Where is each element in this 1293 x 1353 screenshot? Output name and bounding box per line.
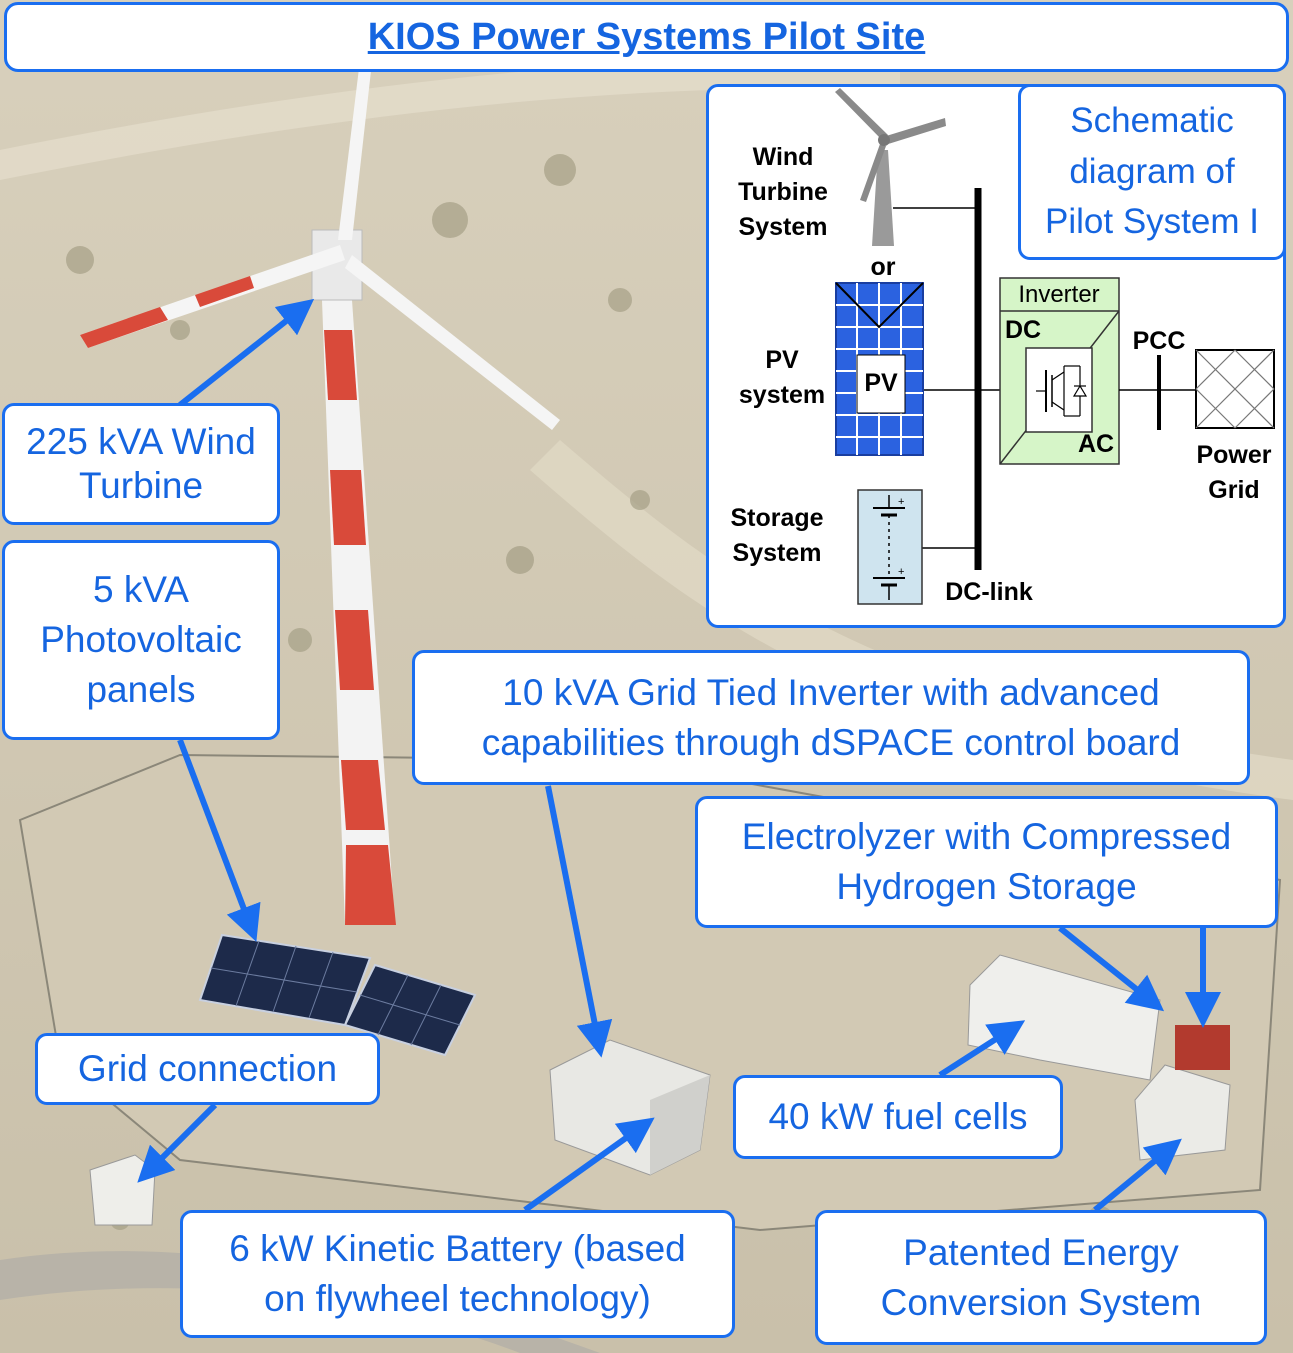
wind-label-line2: Turbine (738, 178, 828, 206)
dc-label: DC (1004, 316, 1042, 344)
schematic-title-box: Schematic diagram of Pilot System I (1018, 84, 1286, 260)
pcc-label: PCC (1132, 327, 1186, 355)
svg-text:+: + (898, 566, 904, 578)
power-grid-line2: Grid (1208, 476, 1260, 504)
inverter-label: Inverter (1018, 281, 1100, 308)
power-grid-icon (1195, 349, 1275, 429)
storage-line2: System (732, 539, 822, 567)
solar-panels-illustration (198, 933, 477, 1057)
schematic-title-line1: Schematic (1070, 100, 1234, 140)
inverter-callout-label: 10 kVA Grid Tied Inverter with advanced … (412, 650, 1250, 785)
svg-text:+: + (898, 496, 904, 508)
grid-connection-label: Grid connection (35, 1033, 380, 1105)
dc-link-label: DC-link (945, 578, 1033, 606)
inverter-icon (999, 277, 1120, 465)
kinetic-battery-line1: 6 kW Kinetic Battery (based (229, 1228, 686, 1270)
arrow-kinetic-battery (523, 1117, 655, 1213)
dirt-road (0, 58, 900, 180)
electrolyzer-label-line2: Hydrogen Storage (836, 866, 1137, 907)
arrow-inverter (545, 785, 613, 1058)
pv-box-label: PV (864, 369, 898, 397)
energy-conversion-line1: Patented Energy (903, 1231, 1179, 1273)
storage-line1: Storage (730, 504, 824, 532)
arrow-energy-conversion (1093, 1138, 1182, 1213)
pv-panels-label: 5 kVA Photovoltaic panels (2, 540, 280, 740)
arrow-electrolyzer (1058, 925, 1165, 1012)
arrow-fuel-cells (938, 1020, 1026, 1078)
inverter-callout-line2: capabilities through dSPACE control boar… (481, 721, 1181, 763)
storage-system-label: Storage System (712, 501, 842, 571)
wind-label-line1: Wind (752, 143, 814, 171)
energy-conversion-label: Patented Energy Conversion System (815, 1210, 1267, 1345)
power-grid-label: Power Grid (1182, 438, 1286, 508)
or-label: or (870, 253, 896, 281)
battery-icon: + + (857, 489, 923, 605)
power-grid-line1: Power (1196, 441, 1272, 469)
schematic-title-line3: Pilot System I (1045, 202, 1259, 242)
energy-conversion-line2: Conversion System (880, 1281, 1202, 1323)
kinetic-battery-label: 6 kW Kinetic Battery (based on flywheel … (180, 1210, 735, 1338)
fuel-cells-label: 40 kW fuel cells (733, 1075, 1063, 1159)
pv-system-line2: system (738, 381, 826, 409)
grid-connection-text: Grid connection (77, 1047, 338, 1089)
pv-panel-icon (835, 282, 924, 456)
kinetic-battery-line2: on flywheel technology) (264, 1278, 651, 1319)
wind-turbine-icon (835, 88, 946, 246)
electrolyzer-label: Electrolyzer with Compressed Hydrogen St… (695, 796, 1278, 928)
arrow-pv-panels (177, 738, 261, 942)
inverter-callout-line1: 10 kVA Grid Tied Inverter with advanced (502, 671, 1160, 713)
arrow-wind-turbine (178, 298, 315, 408)
arrow-grid-connection (137, 1102, 218, 1183)
wind-turbine-label: 225 kVA Wind Turbine (2, 403, 280, 525)
schematic-title-line2: diagram of (1069, 151, 1235, 191)
ac-label: AC (1077, 430, 1115, 458)
pv-system-label: PV system (726, 343, 838, 413)
wind-turbine-label-line1: 225 kVA Wind (26, 420, 256, 462)
pv-panels-label-line1: 5 kVA (93, 569, 189, 611)
page-title-text: KIOS Power Systems Pilot Site (367, 15, 926, 58)
wind-turbine-label-line2: Turbine (78, 465, 204, 506)
wind-turbine-illustration (80, 60, 560, 925)
pv-panels-label-line2: Photovoltaic (40, 619, 242, 661)
page-title: KIOS Power Systems Pilot Site (4, 2, 1289, 72)
fuel-cells-text: 40 kW fuel cells (768, 1095, 1028, 1137)
wind-turbine-system-label: Wind Turbine System (722, 140, 844, 245)
pv-system-line1: PV (765, 346, 799, 374)
electrolyzer-label-line1: Electrolyzer with Compressed (741, 816, 1232, 858)
wind-label-line3: System (738, 213, 828, 241)
pv-panels-label-line3: panels (86, 668, 196, 710)
